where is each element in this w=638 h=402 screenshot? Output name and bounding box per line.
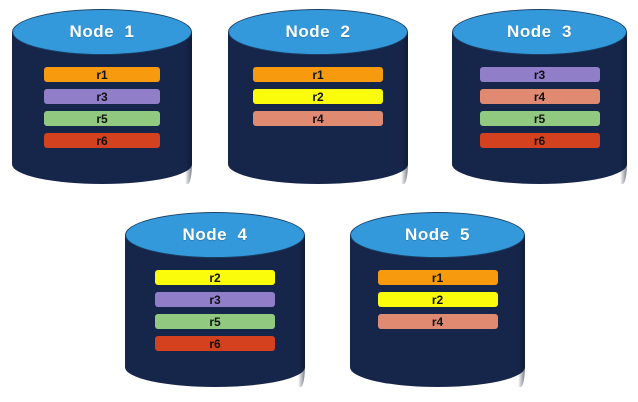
replica-bar-r1[interactable]: r1	[377, 270, 498, 285]
cylinder-top-ellipse: Node 1	[12, 9, 192, 55]
replica-label: r4	[312, 111, 324, 126]
replica-bar-r6[interactable]: r6	[479, 133, 600, 148]
replica-label: r4	[533, 89, 546, 104]
cylinder-body	[125, 235, 305, 387]
replica-bar-r6[interactable]: r6	[155, 336, 275, 351]
replica-bar-r4[interactable]: r4	[253, 111, 383, 126]
replica-label: r6	[209, 336, 221, 351]
replica-bar-r5[interactable]: r5	[155, 314, 275, 329]
replica-bar-r1[interactable]: r1	[44, 67, 160, 82]
replica-list: r1 r3 r5 r6	[12, 67, 192, 155]
node-title: Node 3	[507, 22, 572, 41]
replica-bar-r3[interactable]: r3	[155, 292, 275, 307]
replica-bar-r2[interactable]: r2	[155, 270, 275, 285]
node-3[interactable]: Node 3 r3 r4 r5 r6	[452, 9, 627, 184]
replica-label: r6	[96, 133, 108, 148]
node-title: Node 1	[69, 22, 135, 41]
replica-label: r2	[312, 89, 324, 104]
replica-label: r5	[533, 111, 546, 126]
replica-list: r1 r2 r4	[228, 67, 408, 133]
replica-bar-r5[interactable]: r5	[479, 111, 600, 126]
replica-bar-r4[interactable]: r4	[377, 314, 498, 329]
replica-bar-r3[interactable]: r3	[44, 89, 160, 104]
node-4[interactable]: Node 4 r2 r3 r5 r6	[125, 212, 305, 387]
replica-label: r5	[209, 314, 221, 329]
cylinder-top-ellipse: Node 5	[350, 212, 525, 258]
cylinder-top-ellipse: Node 4	[125, 212, 305, 258]
replica-label: r3	[533, 67, 546, 82]
replica-list: r2 r3 r5 r6	[125, 270, 305, 358]
replica-label: r2	[209, 270, 221, 285]
replica-list: r1 r2 r4	[350, 270, 525, 336]
replica-bar-r5[interactable]: r5	[44, 111, 160, 126]
cylinder-body	[12, 32, 192, 184]
node-1[interactable]: Node 1 r1 r3 r5 r6	[12, 9, 192, 184]
replica-bar-r1[interactable]: r1	[253, 67, 383, 82]
replica-label: r3	[96, 89, 108, 104]
replica-label: r4	[431, 314, 444, 329]
node-5[interactable]: Node 5 r1 r2 r4	[350, 212, 525, 387]
replica-bar-r4[interactable]: r4	[479, 89, 600, 104]
replica-label: r1	[312, 67, 324, 82]
replica-list: r3 r4 r5 r6	[452, 67, 627, 155]
replica-label: r2	[431, 292, 444, 307]
replica-bar-r2[interactable]: r2	[253, 89, 383, 104]
node-2[interactable]: Node 2 r1 r2 r4	[228, 9, 408, 184]
node-title: Node 4	[182, 225, 248, 244]
replica-bar-r3[interactable]: r3	[479, 67, 600, 82]
cylinder-body	[452, 32, 627, 184]
replica-label: r1	[431, 270, 444, 285]
cylinder-body	[228, 32, 408, 184]
replica-label: r3	[209, 292, 221, 307]
replica-bar-r6[interactable]: r6	[44, 133, 160, 148]
cylinder-body	[350, 235, 525, 387]
replica-label: r1	[96, 67, 108, 82]
cylinder-top-ellipse: Node 2	[228, 9, 408, 55]
cylinder-top-ellipse: Node 3	[452, 9, 627, 55]
node-title: Node 5	[405, 225, 470, 244]
node-title: Node 2	[285, 22, 351, 41]
replica-bar-r2[interactable]: r2	[377, 292, 498, 307]
replica-label: r5	[96, 111, 108, 126]
replica-label: r6	[533, 133, 546, 148]
